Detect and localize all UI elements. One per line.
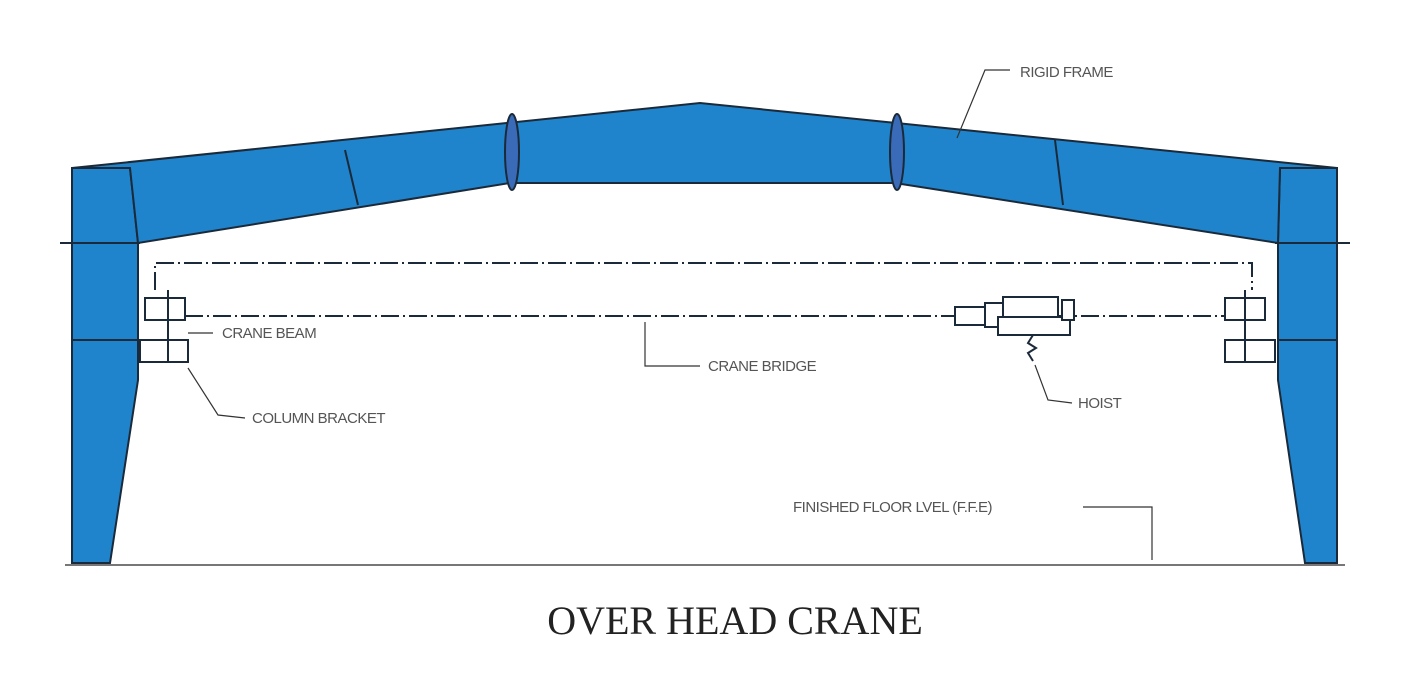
label-crane-beam: CRANE BEAM xyxy=(222,325,316,342)
crane-lines xyxy=(65,262,1345,566)
rafter-joint-left xyxy=(344,149,359,206)
splice-plate-right xyxy=(889,113,905,191)
label-rigid-frame: RIGID FRAME xyxy=(1020,64,1113,81)
runway-centerline xyxy=(154,262,1253,290)
diagram-title: OVER HEAD CRANE xyxy=(547,598,923,643)
rafter-joint-right xyxy=(1054,139,1064,206)
right-column-bracket xyxy=(1224,339,1276,363)
leaders xyxy=(187,69,1153,560)
splice-plate-left xyxy=(504,113,520,191)
label-crane-bridge: CRANE BRIDGE xyxy=(708,358,817,375)
label-column-bracket: COLUMN BRACKET xyxy=(252,410,385,427)
left-column-bracket xyxy=(139,339,189,363)
label-finished-floor: FINISHED FLOOR LVEL (F.F.E) xyxy=(793,499,993,516)
right-column xyxy=(1277,167,1338,564)
hoist-icon xyxy=(954,296,1075,362)
left-crane-beam xyxy=(144,297,186,321)
rigid-frame xyxy=(60,101,1350,564)
left-column xyxy=(71,167,139,564)
label-hoist: HOIST xyxy=(1078,395,1122,412)
rafter xyxy=(71,101,1338,245)
